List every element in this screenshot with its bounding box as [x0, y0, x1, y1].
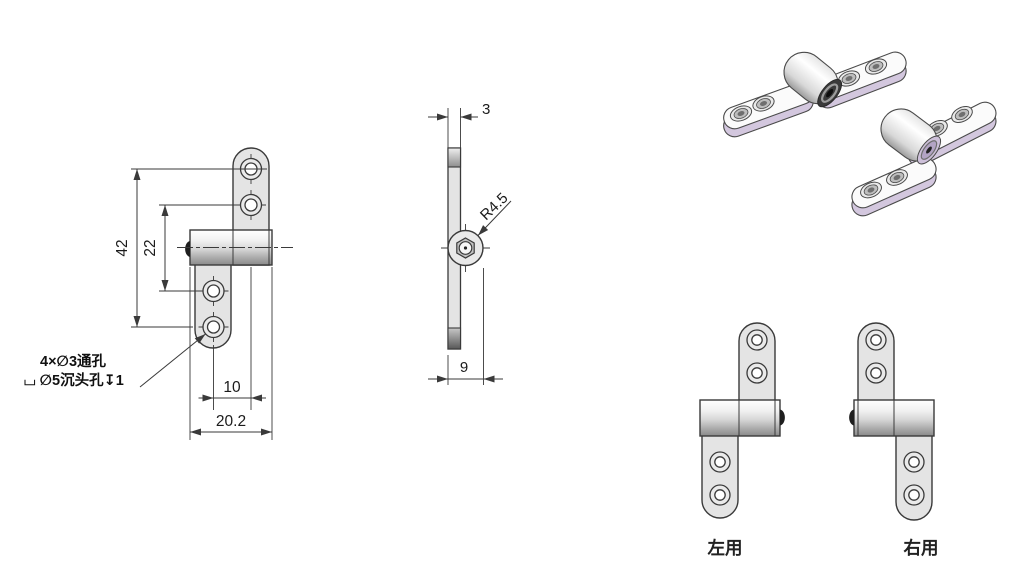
- iso-hole: [729, 105, 753, 122]
- radius-callout: R4.5: [477, 190, 512, 236]
- side-strip-top-cap: [447, 147, 462, 168]
- iso-hole: [752, 95, 775, 112]
- dim-20-2-label: 20.2: [216, 413, 246, 430]
- front-hole-2: [236, 190, 266, 220]
- dim-22-label: 22: [142, 239, 159, 256]
- hole-callout: 4×∅3通孔 ⌴ ∅5沉头孔↧1: [24, 333, 206, 389]
- iso-render-left: [723, 51, 907, 138]
- left-variant-pivot-pin: [780, 409, 785, 426]
- dim-hole-offset: 10: [198, 379, 266, 402]
- variant-right-view: 右用: [849, 322, 939, 558]
- left-variant-holes: [709, 329, 768, 506]
- dim-inner-height: 22: [142, 204, 236, 292]
- dim-42-label: 42: [114, 239, 131, 256]
- iso-knuckle: [880, 108, 942, 165]
- iso-hole: [864, 58, 888, 75]
- hole-callout-line1: 4×∅3通孔: [40, 353, 107, 370]
- iso-hole: [837, 70, 861, 87]
- iso-hole: [886, 169, 908, 186]
- right-variant-pivot-pin: [849, 409, 854, 426]
- iso-render-right: [851, 101, 997, 217]
- dim-9-label: 9: [460, 359, 468, 376]
- iso-knuckle: [783, 51, 843, 108]
- dim-10-label: 10: [223, 379, 241, 396]
- dim-3-label: 3: [482, 101, 490, 118]
- hole-callout-line2: ⌴ ∅5沉头孔↧1: [24, 371, 124, 389]
- dim-overall-width: 20.2: [190, 413, 272, 436]
- dim-overall-height: 42: [114, 168, 267, 328]
- side-view: 3 R4.5 9: [428, 101, 512, 385]
- left-variant-label: 左用: [708, 538, 743, 558]
- iso-hole: [951, 106, 973, 123]
- side-pivot-boss: [441, 224, 490, 272]
- front-view: 42 22 10 20.2 4×∅3通孔 ⌴ ∅5沉头孔↧1: [24, 147, 293, 440]
- hole-callout-leader: [139, 333, 206, 388]
- front-hole-4: [198, 312, 229, 342]
- front-pivot-pin: [185, 241, 190, 257]
- right-variant-holes: [865, 329, 925, 506]
- dim-depth: 9: [428, 268, 503, 385]
- side-strip-bottom-cap: [447, 327, 462, 350]
- right-variant-label: 右用: [903, 538, 939, 558]
- front-extension-lines: [189, 267, 273, 440]
- left-variant-bar: [699, 399, 781, 437]
- iso-hole: [860, 181, 882, 199]
- dim-thickness: 3: [428, 101, 490, 150]
- front-hole-3: [198, 276, 229, 306]
- variant-left-view: 左用: [699, 322, 785, 558]
